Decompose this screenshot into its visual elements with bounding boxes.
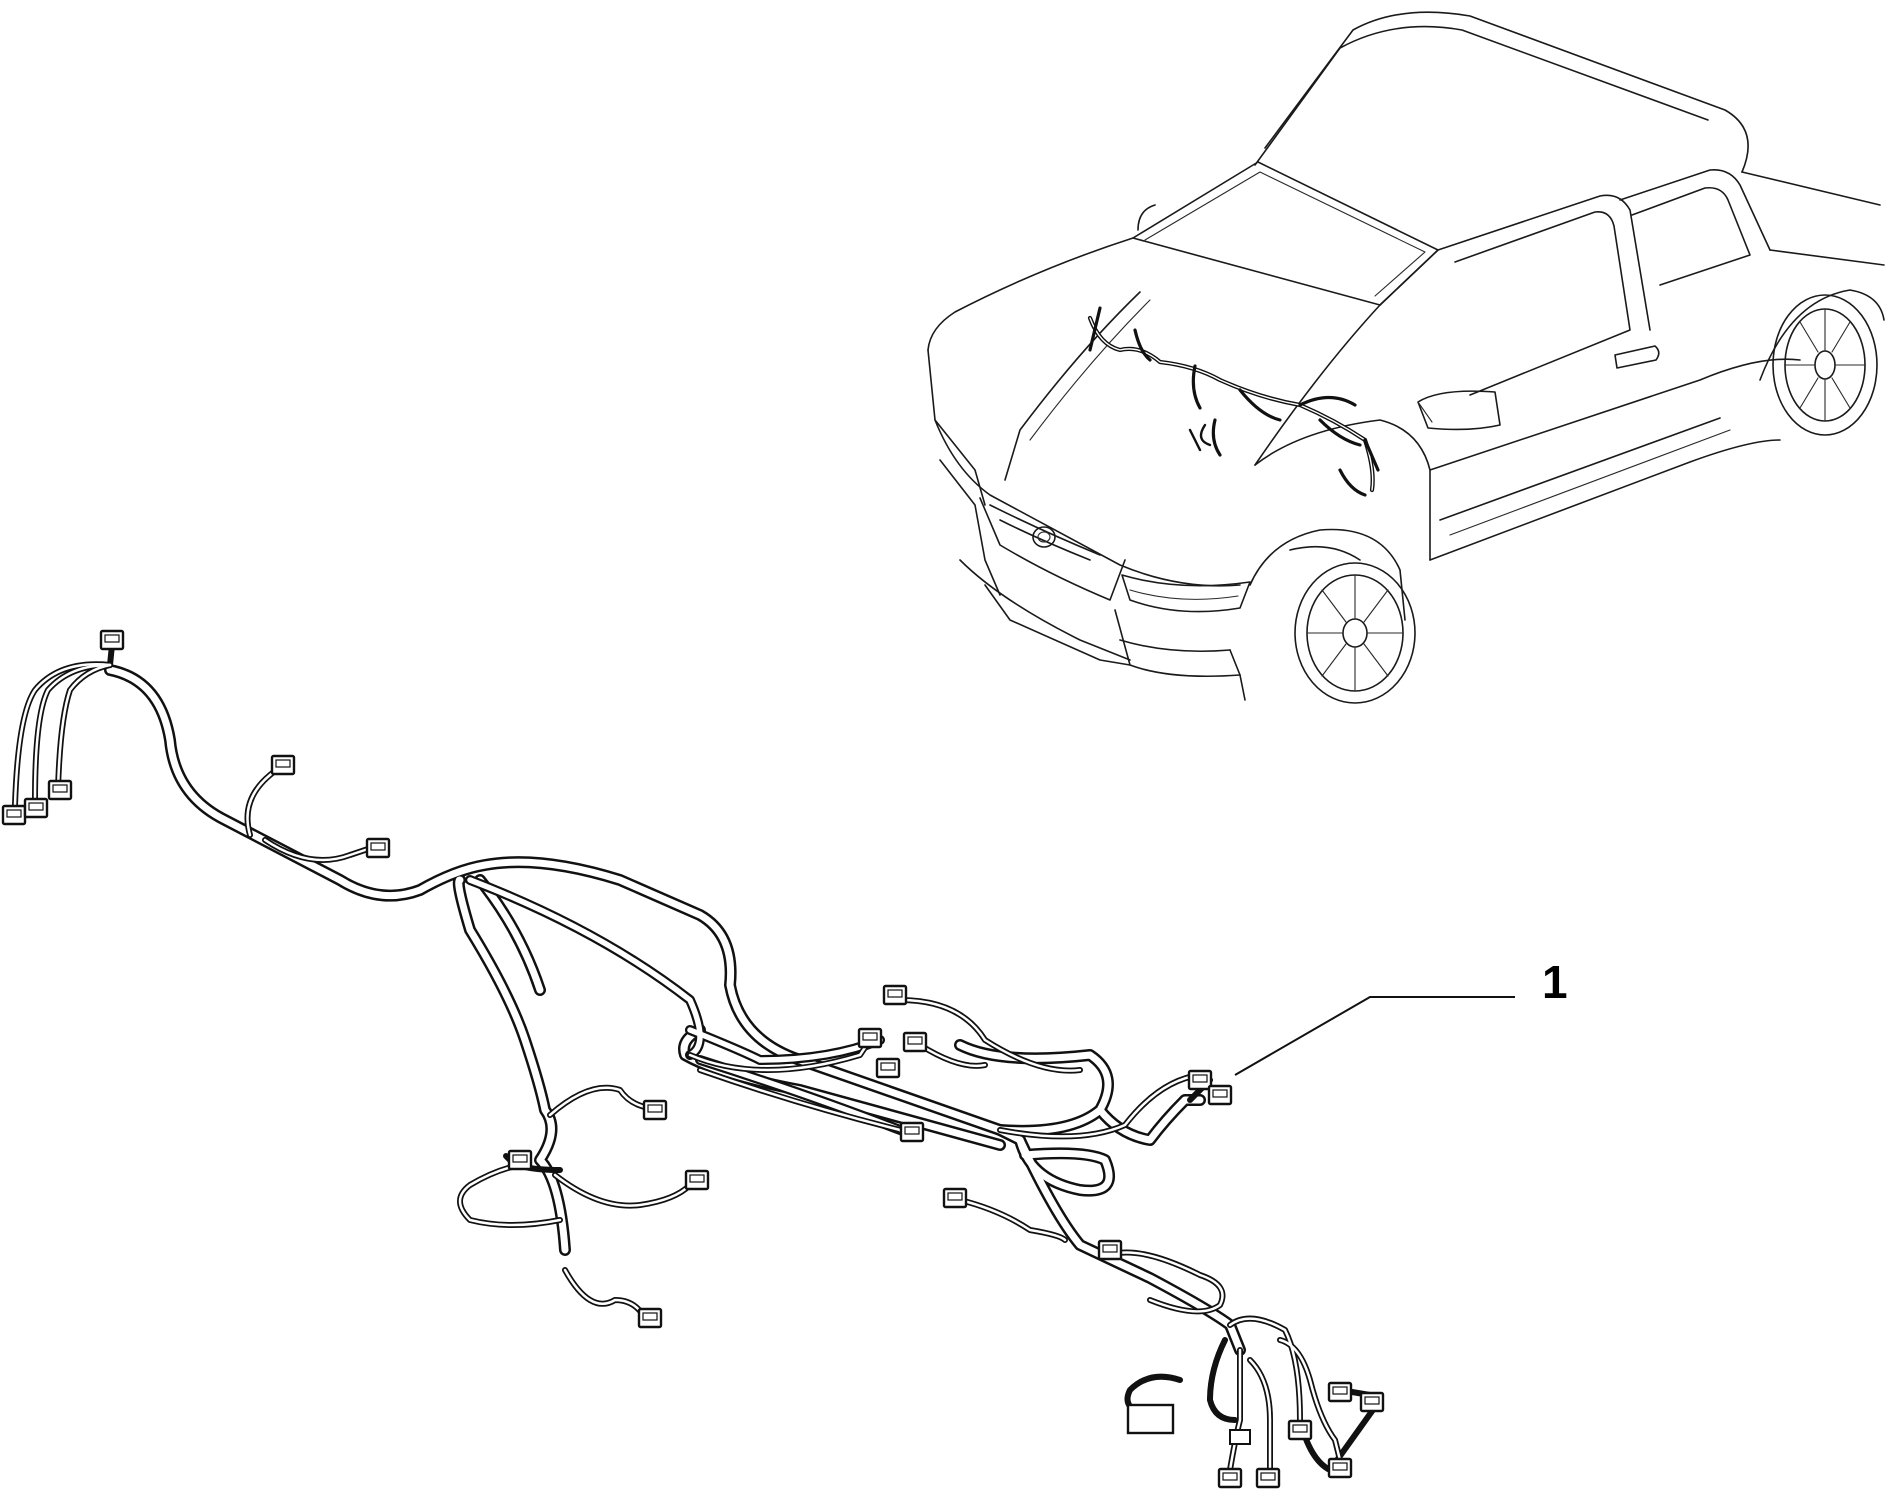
harness-clip: [1229, 1429, 1251, 1445]
callout-1: 1: [1234, 956, 1568, 1076]
car-illustration: [927, 11, 1885, 704]
callout-label: 1: [1542, 956, 1568, 1008]
harness-connector-block: [1126, 1403, 1175, 1435]
dashboard-wiring-harness: [1, 629, 1385, 1489]
